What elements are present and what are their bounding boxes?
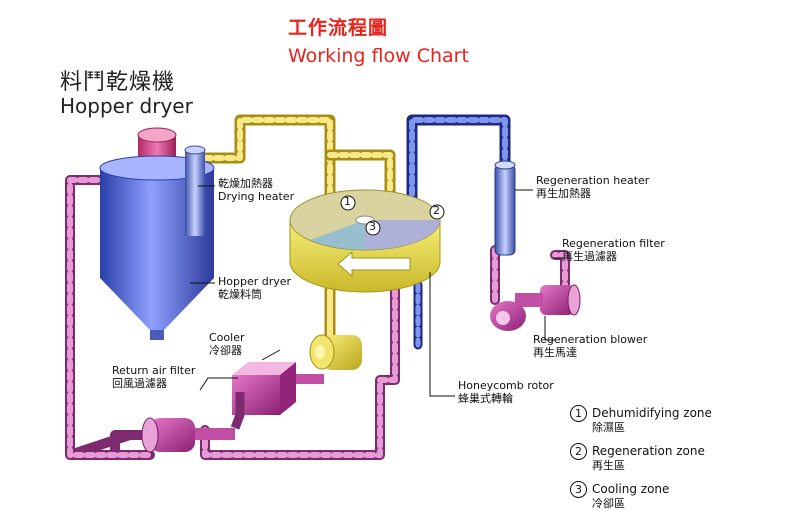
leader-lines	[190, 185, 568, 397]
regeneration-blower	[490, 284, 581, 331]
legend-item-1: 1 Dehumidifying zone 除濕區	[570, 405, 712, 435]
legend-label-1-en: Dehumidifying zone	[592, 406, 712, 420]
label-regeneration-filter-zh: 再生過濾器	[562, 249, 617, 263]
label-honeycomb-rotor-en: Honeycomb rotor	[458, 379, 554, 392]
hopper-heading-zh: 料鬥乾燥機	[60, 70, 176, 95]
label-regeneration-blower-zh: 再生馬達	[533, 345, 577, 359]
label-regeneration-blower-en: Regeneration blower	[533, 333, 648, 346]
label-regeneration-filter: Regeneration filter 再生過濾器	[562, 237, 665, 263]
label-honeycomb-rotor: Honeycomb rotor 蜂巢式轉輪	[458, 379, 554, 405]
hopper-dryer	[99, 127, 215, 340]
legend-label-2-en: Regeneration zone	[592, 444, 705, 458]
zone-number-2: 2	[433, 204, 440, 217]
label-return-air-filter-en: Return air filter	[112, 364, 196, 377]
label-regeneration-heater-en: Regeneration heater	[536, 174, 650, 187]
label-return-air-filter: Return air filter 回風過濾器	[112, 364, 196, 390]
regeneration-heater	[494, 160, 516, 256]
label-drying-heater: 乾燥加熱器 Drying heater	[218, 177, 295, 203]
regeneration-pipe	[406, 114, 511, 350]
label-cooler-zh: 冷卻器	[209, 343, 242, 357]
legend-label-2-zh: 再生區	[592, 459, 625, 472]
legend-number-1: 1	[570, 405, 587, 422]
label-honeycomb-rotor-zh: 蜂巢式轉輪	[458, 391, 513, 405]
label-hopper-dryer-en: Hopper dryer	[218, 275, 292, 288]
rotor-zone-markers	[340, 195, 445, 236]
zone-number-3: 3	[369, 220, 376, 233]
legend-label-3-en: Cooling zone	[592, 482, 670, 496]
legend-number-2: 2	[570, 443, 587, 460]
label-return-air-filter-zh: 回風過濾器	[112, 376, 167, 390]
label-hopper-dryer-zh: 乾燥料筒	[218, 287, 262, 301]
page-title-zh: 工作流程圖	[288, 17, 389, 39]
honeycomb-rotor	[289, 189, 441, 293]
label-drying-heater-zh: 乾燥加熱器	[218, 177, 273, 190]
label-drying-heater-en: Drying heater	[218, 189, 295, 203]
label-regeneration-blower: Regeneration blower 再生馬達	[533, 333, 648, 359]
zone-number-1: 1	[344, 195, 351, 208]
label-regeneration-filter-en: Regeneration filter	[562, 237, 665, 250]
drying-pipe	[199, 114, 396, 346]
label-regeneration-heater: Regeneration heater 再生加熱器	[536, 174, 650, 200]
cooler	[232, 362, 324, 415]
drying-blower	[309, 334, 362, 370]
page-title-en: Working flow Chart	[288, 45, 469, 67]
label-cooler-en: Cooler	[209, 331, 245, 344]
legend-number-3: 3	[570, 481, 587, 498]
legend-label-1-zh: 除濕區	[592, 421, 625, 434]
hopper-heading-en: Hopper dryer	[60, 94, 193, 118]
legend-label-3-zh: 冷卻區	[592, 497, 625, 510]
legend-item-2: 2 Regeneration zone 再生區	[570, 443, 705, 473]
label-regeneration-heater-zh: 再生加熱器	[536, 186, 591, 200]
label-cooler: Cooler 冷卻器	[209, 331, 245, 357]
return-air-filter	[141, 392, 245, 453]
label-hopper-dryer: Hopper dryer 乾燥料筒	[218, 275, 292, 301]
legend-item-3: 3 Cooling zone 冷卻區	[570, 481, 669, 511]
